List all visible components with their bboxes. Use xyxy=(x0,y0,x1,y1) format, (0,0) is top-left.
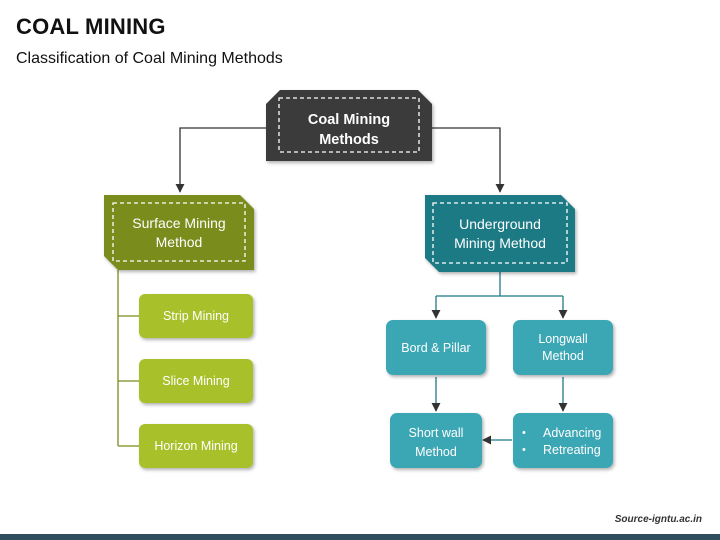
connector-root-underground xyxy=(432,127,505,193)
underground-node-line2: Mining Method xyxy=(454,235,546,251)
surface-node-line1: Surface Mining xyxy=(132,215,225,231)
underground-mining-node xyxy=(425,195,575,272)
surface-mining-node xyxy=(104,195,254,270)
short-wall-label-line1: Short wall xyxy=(409,426,464,440)
page-title: COAL MINING xyxy=(16,14,166,39)
root-node-line1: Coal Mining xyxy=(308,112,390,128)
bord-pillar-node xyxy=(386,320,486,375)
longwall-types-node xyxy=(513,413,613,468)
connector-surface-children xyxy=(117,270,140,447)
slice-mining-label: Slice Mining xyxy=(162,374,229,388)
surface-node-line2: Method xyxy=(156,234,203,250)
short-wall-node xyxy=(390,413,482,468)
horizon-mining-label: Horizon Mining xyxy=(154,439,237,453)
strip-mining-label: Strip Mining xyxy=(163,309,229,323)
connector-root-surface xyxy=(175,127,266,193)
strip-mining-node xyxy=(139,294,253,338)
underground-node-line1: Underground xyxy=(459,216,541,232)
advancing-label: Advancing xyxy=(543,426,601,440)
bullet-icon: • xyxy=(522,427,526,439)
longwall-label-line1: Longwall xyxy=(538,332,587,346)
source-note: Source-igntu.ac.in xyxy=(614,514,702,525)
horizon-mining-node xyxy=(139,424,253,468)
short-wall-label-line2: Method xyxy=(415,445,457,459)
connector-underground-children xyxy=(436,272,563,297)
root-node-line2: Methods xyxy=(319,132,379,148)
longwall-label-line2: Method xyxy=(542,349,584,363)
bord-pillar-label: Bord & Pillar xyxy=(401,341,470,355)
bottom-bar xyxy=(0,534,720,540)
retreating-label: Retreating xyxy=(543,443,601,457)
slice-mining-node xyxy=(139,359,253,403)
longwall-node xyxy=(513,320,613,375)
page-subtitle: Classification of Coal Mining Methods xyxy=(16,50,283,67)
root-node xyxy=(266,90,432,161)
bullet-icon: • xyxy=(522,444,526,456)
